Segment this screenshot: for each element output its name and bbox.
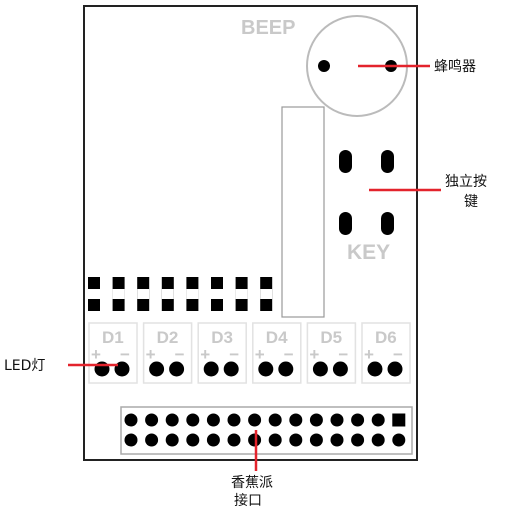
led-outline (142, 322, 193, 384)
led-minus-sign: − (175, 345, 185, 364)
resistor-gap (260, 289, 273, 299)
module-outline (281, 106, 325, 318)
header-pin-square (392, 413, 406, 427)
led-pin (387, 361, 403, 377)
header-pin (227, 413, 241, 427)
led-annotation: LED灯 (4, 358, 45, 374)
led-minus-sign: − (284, 345, 294, 364)
key-pad (381, 212, 394, 235)
resistor-gap (235, 289, 248, 299)
header-pin (351, 413, 365, 427)
led-outline (88, 322, 138, 384)
key-pad (339, 150, 352, 173)
resistor-gap (88, 289, 100, 299)
header-pin (186, 433, 200, 447)
led-pin (332, 361, 348, 377)
led-pin (367, 361, 383, 377)
resistor-gap (112, 289, 125, 299)
keys-annotation-line2: 键 (464, 194, 478, 210)
led-minus-sign: − (229, 345, 239, 364)
header-pin (124, 433, 138, 447)
resistor-row (88, 277, 273, 311)
led-row: D1+−D2+−D3+−D4+−D5+−D6+− (88, 322, 411, 384)
header-pin (351, 433, 365, 447)
buzzer-pin-left (318, 60, 330, 72)
header-pin (206, 433, 220, 447)
led-minus-sign: − (338, 345, 348, 364)
led-pin (203, 361, 219, 377)
led-label: D6 (375, 328, 397, 347)
key-pad (381, 150, 394, 173)
header-pin (268, 433, 282, 447)
header-pin (145, 413, 159, 427)
led-plus-sign: + (146, 345, 156, 364)
led-minus-sign: − (120, 345, 130, 364)
header-pin (309, 433, 323, 447)
led-plus-sign: + (91, 345, 101, 364)
led-plus-sign: + (255, 345, 265, 364)
led-outline (306, 322, 357, 384)
resistor-gap (137, 289, 150, 299)
header-pin (248, 413, 262, 427)
header-pin (371, 433, 385, 447)
header-pin (145, 433, 159, 447)
led-label: D2 (157, 328, 179, 347)
header-pin (392, 433, 406, 447)
led-plus-sign: + (200, 345, 210, 364)
led-pin (114, 361, 130, 377)
header-pin (227, 433, 241, 447)
pin-header-outline (120, 406, 413, 455)
buzzer-annotation: 蜂鸣器 (434, 58, 476, 75)
header-pin (124, 413, 138, 427)
header-pin (206, 413, 220, 427)
led-label: D5 (320, 328, 342, 347)
header-pin (186, 413, 200, 427)
header-pin (165, 413, 179, 427)
led-pin (312, 361, 328, 377)
header-pin (289, 413, 303, 427)
beep-silkscreen: BEEP (241, 17, 295, 39)
led-outline (361, 322, 411, 384)
header-pin (268, 413, 282, 427)
led-label: D4 (266, 328, 288, 347)
header-pin (371, 413, 385, 427)
key-pad (339, 212, 352, 235)
header-annotation-line1: 香蕉派 (231, 475, 273, 491)
led-pin (278, 361, 294, 377)
header-pin (248, 433, 262, 447)
led-label: D1 (102, 328, 124, 347)
led-pin (258, 361, 274, 377)
led-pin (149, 361, 165, 377)
header-pin (330, 413, 344, 427)
keys-annotation-line1: 独立按 (445, 174, 487, 190)
led-outline (252, 322, 302, 384)
key-silkscreen: KEY (347, 241, 390, 264)
resistor-gap (211, 289, 223, 299)
pin-header-pins (124, 413, 406, 447)
led-minus-sign: − (393, 345, 403, 364)
resistor-gap (161, 289, 174, 299)
led-label: D3 (211, 328, 233, 347)
led-pin (169, 361, 185, 377)
led-plus-sign: + (309, 345, 319, 364)
header-pin (289, 433, 303, 447)
resistor-gap (186, 289, 199, 299)
header-pin (330, 433, 344, 447)
led-pin (223, 361, 239, 377)
led-outline (197, 322, 247, 384)
led-plus-sign: + (364, 345, 374, 364)
header-pin (165, 433, 179, 447)
header-annotation-line2: 接口 (234, 492, 262, 509)
header-pin (309, 413, 323, 427)
